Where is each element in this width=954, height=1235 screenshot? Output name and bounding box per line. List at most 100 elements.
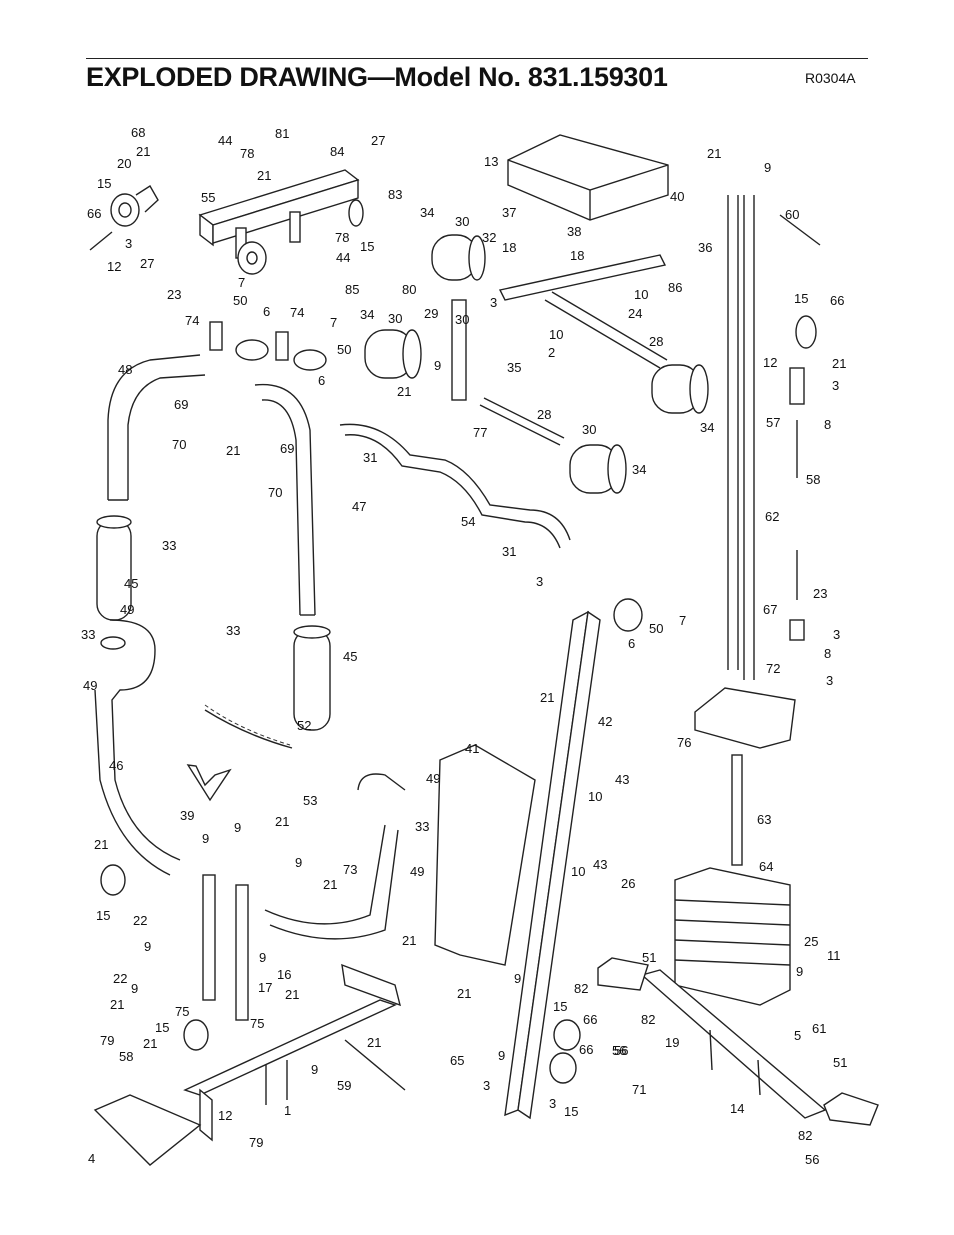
callout-9: 9: [498, 1048, 505, 1063]
callout-44: 44: [336, 250, 350, 265]
callout-11: 11: [827, 948, 841, 963]
callout-29: 29: [424, 306, 438, 321]
callout-60: 60: [785, 207, 799, 222]
callout-34: 34: [420, 205, 434, 220]
callout-65: 65: [450, 1053, 464, 1068]
callout-79: 79: [249, 1135, 263, 1150]
back-pad-41: [434, 744, 536, 966]
callout-21: 21: [832, 356, 846, 371]
callout-43: 43: [593, 857, 607, 872]
callout-2: 2: [548, 345, 555, 360]
page-title: EXPLODED DRAWING—Model No. 831.159301: [86, 62, 668, 92]
callout-55: 55: [201, 190, 215, 205]
callout-75: 75: [175, 1004, 189, 1019]
callout-20: 20: [117, 156, 131, 171]
post-29: [451, 299, 467, 401]
callout-7: 7: [238, 275, 245, 290]
callout-67: 67: [763, 602, 777, 617]
seat-frame-28: [479, 254, 668, 446]
callout-38: 38: [567, 224, 581, 239]
callout-8: 8: [824, 417, 831, 432]
callout-10: 10: [634, 287, 648, 302]
callout-12: 12: [107, 259, 121, 274]
callout-27: 27: [371, 133, 385, 148]
callout-10: 10: [571, 864, 585, 879]
seat-13: [507, 134, 669, 221]
callout-21: 21: [94, 837, 108, 852]
arm-73: [264, 773, 406, 940]
callout-3: 3: [549, 1096, 556, 1111]
callout-22: 22: [113, 971, 127, 986]
callout-3: 3: [125, 236, 132, 251]
callout-5: 5: [794, 1028, 801, 1043]
callout-30: 30: [582, 422, 596, 437]
callout-48: 48: [118, 362, 132, 377]
callout-82: 82: [574, 981, 588, 996]
callout-69: 69: [174, 397, 188, 412]
callout-3: 3: [490, 295, 497, 310]
callout-78: 78: [335, 230, 349, 245]
callout-51: 51: [642, 950, 656, 965]
callout-42: 42: [598, 714, 612, 729]
callout-72: 72: [766, 661, 780, 676]
callout-24: 24: [628, 306, 642, 321]
callout-8: 8: [824, 646, 831, 661]
callout-50: 50: [233, 293, 247, 308]
callout-9: 9: [131, 981, 138, 996]
callout-50: 50: [649, 621, 663, 636]
callout-6: 6: [318, 373, 325, 388]
callout-31: 31: [502, 544, 516, 559]
callout-6: 6: [263, 304, 270, 319]
bar-54: [339, 423, 571, 549]
callout-33: 33: [162, 538, 176, 553]
callout-9: 9: [259, 950, 266, 965]
callout-40: 40: [670, 189, 684, 204]
callout-15: 15: [97, 176, 111, 191]
callout-71: 71: [632, 1082, 646, 1097]
callout-36: 36: [698, 240, 712, 255]
callout-80: 80: [402, 282, 416, 297]
feet-51: [597, 957, 879, 1126]
leg-uprights-17: [202, 874, 249, 1021]
arm-47: [254, 383, 316, 616]
callout-7: 7: [679, 613, 686, 628]
drawing-code: R0304A: [805, 70, 856, 86]
callout-56: 56: [614, 1043, 628, 1058]
misc-bolts: [265, 214, 821, 1105]
callout-15: 15: [360, 239, 374, 254]
callout-84: 84: [330, 144, 344, 159]
header-rule: [86, 58, 868, 59]
pulley-15-mid: [237, 241, 267, 275]
callout-56: 56: [805, 1152, 819, 1167]
callout-3: 3: [832, 378, 839, 393]
cable-pulley-right: [789, 315, 817, 641]
callout-27: 27: [140, 256, 154, 271]
callout-1: 1: [284, 1103, 291, 1118]
callout-70: 70: [268, 485, 282, 500]
callout-78: 78: [240, 146, 254, 161]
callout-69: 69: [280, 441, 294, 456]
callout-57: 57: [766, 415, 780, 430]
callout-51: 51: [833, 1055, 847, 1070]
callout-66: 66: [583, 1012, 597, 1027]
callout-21: 21: [275, 814, 289, 829]
callout-31: 31: [363, 450, 377, 465]
callout-10: 10: [588, 789, 602, 804]
callout-46: 46: [109, 758, 123, 773]
callout-28: 28: [537, 407, 551, 422]
callout-26: 26: [621, 876, 635, 891]
callout-77: 77: [473, 425, 487, 440]
top-left-pulley: [89, 185, 159, 251]
callout-85: 85: [345, 282, 359, 297]
callout-21: 21: [110, 997, 124, 1012]
callout-75: 75: [250, 1016, 264, 1031]
callout-58: 58: [119, 1049, 133, 1064]
callout-21: 21: [402, 933, 416, 948]
callout-34: 34: [632, 462, 646, 477]
callout-49: 49: [120, 602, 134, 617]
callout-58: 58: [806, 472, 820, 487]
callout-66: 66: [830, 293, 844, 308]
callout-9: 9: [144, 939, 151, 954]
callout-9: 9: [514, 971, 521, 986]
